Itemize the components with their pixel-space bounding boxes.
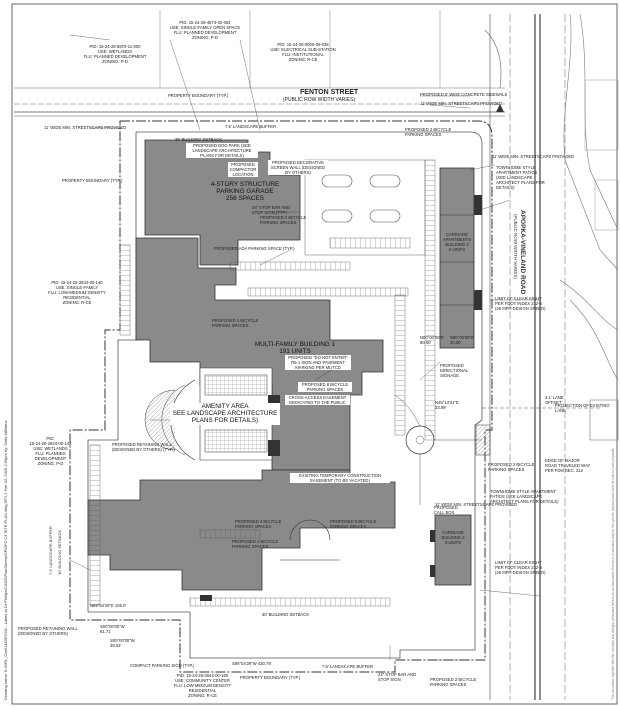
note-dog-park: PROPOSED DOG PARK (SEE LANDSCAPE ARCHITE… [186,143,258,158]
drive-aisle [87,131,483,659]
note-bike-4c: PROPOSED 4 BICYCLE PARKING SPACES [232,539,279,549]
setback-w-label: 30' BUILDING SETBACK [57,530,62,575]
bearing-5: S00°00'00"W 61.71' [100,624,125,634]
note-retaining: PROPOSED RETAINING WALL (DESIGNED BY OTH… [112,442,175,452]
parcel-south: PID: 15-24-28-2844-00-160 USE: COMMUNITY… [173,673,232,698]
amenity-label: AMENITY AREA SEE LANDSCAPE ARCHITECTURE … [170,403,280,425]
property-boundary [69,120,493,673]
entry-roundabout [394,394,482,505]
drawing-sidebar: Drawing name: K:\ORL_Civil\148397041 - L… [3,420,8,700]
note-streetscape-n: 11' WIDE MIN. STREETSCAPE PROVIDED [420,101,503,106]
garage-label: 4-STORY STRUCTURE PARKING GARAGE 258 SPA… [210,181,280,203]
parcel-north-right: PID: 15-24-28-0000-00-038 USE: ELECTRICA… [270,42,336,62]
note-ada: PROPOSED ADA PARKING SPACE (TYP.) [214,246,295,251]
note-projection: PROJECTION OF EXISTING LANE [555,403,610,413]
note-stop-bar: 24" STOP BAR AND STOP SIGN (TYP.) [252,205,291,215]
carriage2-label: CARRIAGE BUILDING 2 8 UNITS [441,530,465,545]
note-screen-wall: PROPOSED DECORATIVE SCREEN WALL (DESIGNE… [268,160,328,175]
disclaimer-sidebar: This document, together with the concept… [611,447,615,700]
apopka-vineland-road [489,13,619,700]
bearing-3: N45°13'21"E 33.99' [435,400,459,410]
fenton-street [14,87,505,117]
buffer-w-label: 7.5' LANDSCAPE BUFFER [48,526,53,575]
note-streetscape-se: 11' WIDE MIN. STREETSCAPE PROVIDED [435,502,518,507]
note-boundary-s: PROPERTY BOUNDARY (TYP.) [240,675,301,680]
fenton-street-row: (PUBLIC ROW WIDTH VARIES) [283,97,356,103]
note-bike-2: PROPOSED 2 BICYCLE PARKING SPACES [260,215,307,225]
note-directional: PROPOSED DIRECTIONAL SIGNAGE [440,363,469,378]
leader-lines [69,34,541,661]
note-bike-s: PROPOSED 2 BICYCLE PARKING SPACES [430,677,477,687]
note-bike-2b: PROPOSED 2 BICYCLE PARKING SPACES [488,462,535,472]
note-compactor: PROPOSED COMPACTOR LOCATION [228,162,258,177]
fenton-street-label: FENTON STREET [300,89,359,96]
note-streetscape-e: 11' WIDE MIN. STREETSCAPE PROVIDED [492,154,575,159]
note-edge-road: EDGE OF MAJOR ROAD TRAVELED WAY PER FDM … [545,458,591,473]
note-bike-nw: PROPOSED 2 BICYCLE PARKING SPACES [405,127,452,137]
parcel-west-lower: PID: 15-24-28-2844-00-142 USE: WETLANDS … [29,436,72,466]
note-setback-s: 30' BUILDING SETBACK [262,612,310,617]
north-parking-lot [89,159,436,607]
note-townhome-s: TOWNHOME STYLE APARTMENT PATIOS (SEE LAN… [490,489,559,504]
bearing-2: N00°00'00"E 30.00' [450,335,474,345]
south-courtyard [200,519,340,601]
note-do-not-enter: PROPOSED "DO NOT ENTER" R5-1 SIGN AND PA… [285,355,351,370]
note-landscape-buffer: 7.5' LANDSCAPE BUFFER [225,124,277,129]
mf1-label: MULTI-FAMILY BUILDING 1 191 UNITS [254,341,336,356]
bearing-1: N00°00'00"E 60.00' [420,335,444,345]
note-sidewalk: PROPOSED 6' WIDE CONCRETE SIDEWALK [420,92,508,97]
note-bike-4: PROPOSED 4 BICYCLE PARKING SPACES [212,318,259,328]
note-bike-4b: PROPOSED 4 BICYCLE PARKING SPACES [235,519,282,529]
note-bike-8b: PROPOSED 8 BICYCLE PARKING SPACES [330,519,377,529]
note-retaining-s: PROPOSED RETAINING WALL (DESIGNED BY OTH… [18,626,78,636]
bearing-4: N89°54'29"E 105.0' [90,603,127,608]
note-cross-access: CROSS-ACCESS EASEMENT DEDICATED TO THE P… [285,395,350,405]
sheet-border [11,3,618,705]
note-clear-sight: LIMIT OF CLEAR SIGHT PER FDOT INDEX 212-… [495,296,546,311]
carriage3-label: CARRIAGE APARTMENTS BUILDING 3 8 UNITS [442,232,472,252]
note-townhome-n: TOWNHOME STYLE APARTMENT PATIOS (SEE LAN… [496,165,545,190]
note-boundary-n: PROPERTY BOUNDARY (TYP.) [168,93,229,98]
note-stop-s: 24" STOP BAR AND STOP SIGN [378,672,417,682]
note-lane: 3.1' LANE OFFSET [545,395,564,405]
parcel-west-upper: PID: 15-24-28-2844-00-140 USE: SINGLE-FA… [48,280,106,305]
note-temp-easement: EXISTING TEMPORARY CONSTRUCTION EASEMENT… [290,473,390,483]
note-setback: 30' BUILDING SETBACK [175,137,223,142]
parcel-north-far-left: PID: 15-24-28-5870-11-000 USE: WETLANDS … [83,44,147,64]
note-streetscape-w: 11' WIDE MIN. STREETSCAPE PROVIDED [44,125,127,130]
apopka-road-label: APOPKA-VINELAND ROAD [519,210,526,295]
north-arrow-marker [496,104,504,112]
bearing-7: S00°00'00"W 38.63' [110,638,135,648]
note-clear-sight-s: LIMIT OF CLEAR SIGHT PER FDOT INDEX 212-… [495,560,546,575]
note-call-box: PROPOSED CALL BOX [434,505,458,515]
carriage-building-2 [430,514,472,586]
parcel-north-left: PID: 15-24-28-4873-02-054 USE: SINGLE-FA… [169,20,241,40]
carriage-building-3 [439,167,482,349]
north-lines [159,10,502,89]
bearing-6: S89°54'29"W 430.79' [232,661,272,666]
entrance [475,407,600,456]
note-landscape-s: 7.5' LANDSCAPE BUFFER [322,664,374,669]
note-compact: COMPACT PARKING SIGN (TYP.) [130,663,195,668]
apopka-road-row: (PUBLIC ROW WIDTH VARIES) [513,214,518,279]
note-bike-8: PROPOSED 8 BICYCLE PARKING SPACES [298,382,352,392]
note-boundary-w: PROPERTY BOUNDARY (TYP.) [62,178,123,183]
